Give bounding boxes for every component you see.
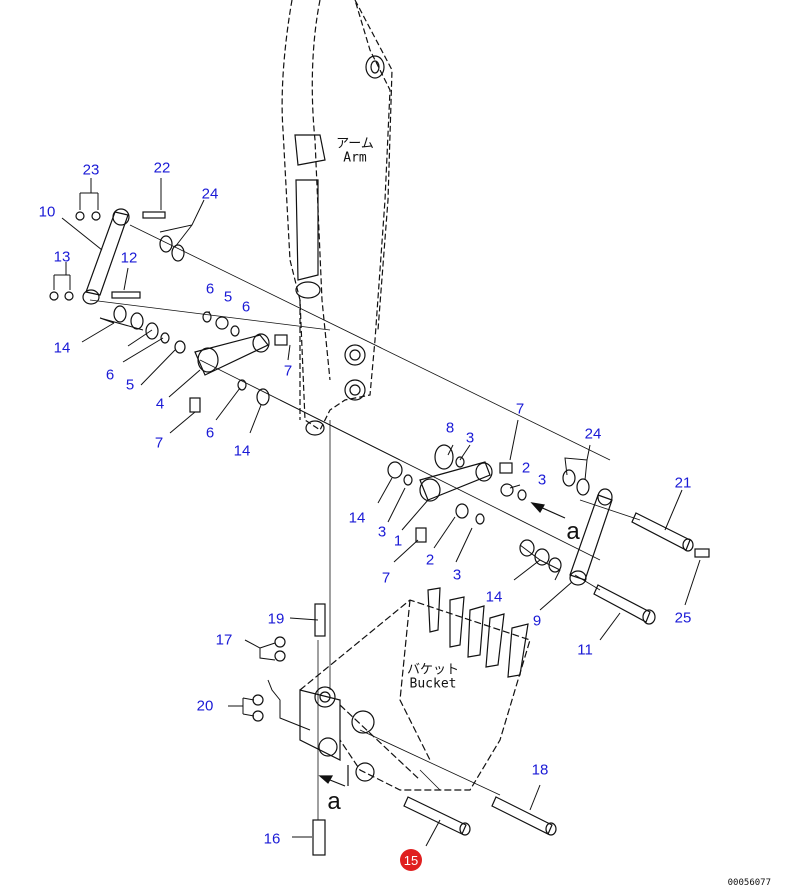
callout-7[interactable]: 7	[154, 434, 164, 452]
callout-14[interactable]: 14	[348, 509, 366, 527]
link-rod-10	[49, 208, 186, 354]
callout-6[interactable]: 6	[241, 298, 251, 316]
bucket-label-jp: バケット	[406, 662, 460, 678]
arm-label: アーム Arm	[336, 137, 374, 164]
arm-details	[294, 55, 385, 436]
callout-3[interactable]: 3	[465, 429, 475, 447]
callout-23[interactable]: 23	[82, 161, 100, 179]
document-number: 00056077	[727, 878, 771, 888]
callout-24[interactable]: 24	[584, 425, 602, 443]
link-rod-9	[569, 488, 613, 586]
bucket-outline	[299, 599, 531, 791]
callout-14[interactable]: 14	[233, 442, 251, 460]
callout-9[interactable]: 9	[532, 612, 542, 630]
view-a-label-top: a	[566, 518, 580, 545]
axis-lines	[89, 224, 641, 820]
arm-label-en: Arm	[343, 150, 367, 165]
pins-right	[593, 512, 710, 625]
callout-10[interactable]: 10	[38, 203, 56, 221]
arm-outline	[281, 0, 393, 431]
callout-17[interactable]: 17	[215, 631, 233, 649]
callout-1[interactable]: 1	[393, 532, 403, 550]
callout-6[interactable]: 6	[205, 424, 215, 442]
callout-2[interactable]: 2	[425, 551, 435, 569]
callout-19[interactable]: 19	[267, 610, 285, 628]
callout-16[interactable]: 16	[263, 830, 281, 848]
callout-20[interactable]: 20	[196, 697, 214, 715]
callout-6[interactable]: 6	[205, 280, 215, 298]
bucket-label-en: Bucket	[409, 676, 457, 691]
h-link-1	[387, 444, 590, 573]
callout-21[interactable]: 21	[674, 474, 692, 492]
view-a-label-bottom: a	[327, 788, 341, 815]
callout-5[interactable]: 5	[125, 376, 135, 394]
callout-18[interactable]: 18	[531, 761, 549, 779]
view-arrows	[318, 502, 566, 787]
callout-24[interactable]: 24	[201, 185, 219, 203]
leader-lines	[53, 178, 701, 847]
callout-3[interactable]: 3	[537, 471, 547, 489]
callout-3[interactable]: 3	[452, 566, 462, 584]
callout-14[interactable]: 14	[485, 588, 503, 606]
callout-7[interactable]: 7	[283, 362, 293, 380]
bucket-label: バケット Bucket	[407, 663, 459, 690]
bucket-teeth	[427, 587, 529, 678]
callout-12[interactable]: 12	[120, 249, 138, 267]
callout-8[interactable]: 8	[445, 419, 455, 437]
bucket-bosses	[299, 686, 375, 782]
callout-2[interactable]: 2	[521, 459, 531, 477]
callout-5[interactable]: 5	[223, 288, 233, 306]
callout-7[interactable]: 7	[381, 569, 391, 587]
pins-lower	[403, 796, 557, 836]
callout-22[interactable]: 22	[153, 159, 171, 177]
arm-label-jp: アーム	[336, 136, 374, 152]
callout-11[interactable]: 11	[577, 641, 593, 659]
bolts-lower	[252, 603, 326, 856]
callout-7[interactable]: 7	[515, 400, 525, 418]
h-link-4	[189, 311, 288, 413]
callout-4[interactable]: 4	[155, 395, 165, 413]
callout-25[interactable]: 25	[674, 609, 692, 627]
callout-3[interactable]: 3	[377, 523, 387, 541]
callout-6[interactable]: 6	[105, 366, 115, 384]
callout-14[interactable]: 14	[53, 339, 71, 357]
callout-15-highlighted[interactable]: 15	[400, 849, 422, 871]
callout-13[interactable]: 13	[53, 248, 71, 266]
